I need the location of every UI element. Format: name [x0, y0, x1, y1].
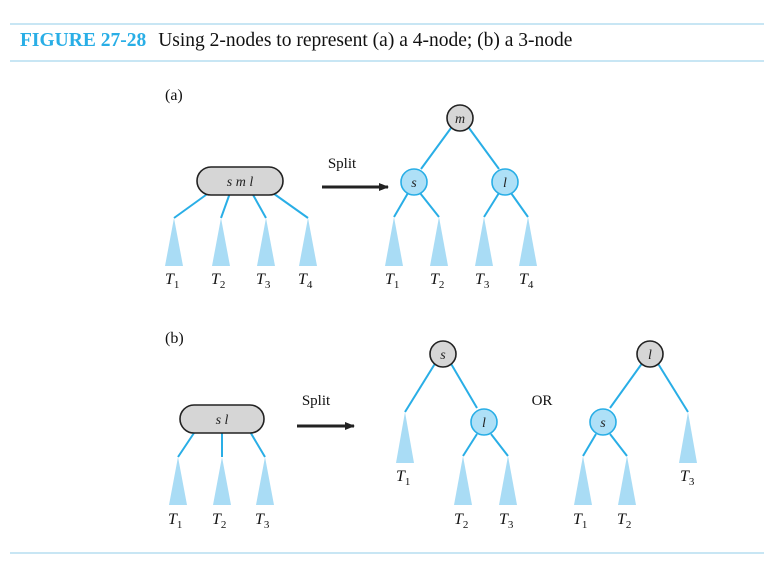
edge — [490, 433, 509, 457]
caption-rule — [10, 60, 764, 62]
subtree-t3 — [499, 456, 517, 505]
subtree-label-t1: T1 — [573, 511, 587, 531]
option2-child-key: s — [600, 416, 606, 431]
edge — [483, 192, 500, 218]
subtree-label-t4: T4 — [519, 271, 534, 291]
subtree-label-t1: T1 — [165, 271, 179, 291]
edge — [220, 192, 231, 219]
option1-subtrees — [396, 412, 517, 505]
subtree-t2 — [618, 456, 636, 505]
option1-subtree-labels: T1 T2 T3 — [396, 468, 514, 531]
three-node — [179, 404, 265, 434]
subtree-t4 — [299, 218, 317, 266]
subtree-label-t2: T2 — [617, 511, 631, 531]
child-node-l-key: l — [503, 176, 507, 191]
four-node — [196, 166, 284, 196]
part-a-binary-edges — [393, 127, 529, 218]
bottom-rule — [10, 552, 764, 554]
option2-edges — [582, 361, 689, 457]
edge — [269, 190, 309, 219]
subtree-label-t1: T1 — [168, 511, 182, 531]
four-node-keys: s m l — [227, 175, 254, 190]
subtree-t2 — [213, 457, 231, 505]
edge — [656, 361, 689, 413]
edge — [393, 192, 409, 218]
subtree-label-t2: T2 — [430, 271, 444, 291]
part-b-label: (b) — [165, 330, 184, 347]
child-node-s — [400, 168, 428, 196]
subtree-label-t2: T2 — [212, 511, 226, 531]
part-b-left-subtree-labels: T1 T2 T3 — [168, 511, 270, 531]
root-node-m — [446, 104, 474, 132]
or-label: OR — [532, 393, 553, 409]
top-rule — [10, 23, 764, 25]
subtree-t1 — [396, 412, 414, 463]
edge — [510, 192, 529, 218]
edge — [177, 429, 197, 458]
option2-child-s — [589, 408, 617, 436]
edge — [609, 433, 628, 457]
part-a-binary-subtrees — [385, 217, 537, 266]
subtree-label-t3: T3 — [475, 271, 490, 291]
subtree-label-t1: T1 — [385, 271, 399, 291]
figure-title: Using 2-nodes to represent (a) a 4-node;… — [158, 30, 573, 51]
edge — [468, 127, 500, 170]
three-node-keys: s l — [216, 413, 229, 428]
option1-child-key: l — [482, 416, 486, 431]
subtree-label-t3: T3 — [680, 468, 695, 488]
edge — [419, 192, 440, 218]
edge — [449, 361, 478, 409]
option2-root-l — [636, 340, 664, 368]
part-a-label: (a) — [165, 87, 183, 104]
split-label-b: Split — [302, 393, 331, 409]
part-a-four-node-edges — [173, 190, 309, 219]
edge — [462, 433, 478, 457]
root-node-m-key: m — [455, 112, 465, 127]
subtree-label-t1: T1 — [396, 468, 410, 488]
part-b-three-node-subtrees — [169, 457, 274, 505]
edge — [420, 127, 452, 170]
child-node-s-key: s — [411, 176, 417, 191]
part-b-three-node-edges — [177, 429, 266, 458]
subtree-label-t4: T4 — [298, 271, 313, 291]
subtree-t2 — [430, 217, 448, 266]
subtree-t1 — [165, 218, 183, 266]
subtree-label-t2: T2 — [211, 271, 225, 291]
option1-root-s — [429, 340, 457, 368]
edge — [582, 433, 597, 457]
split-label-a: Split — [328, 156, 357, 172]
subtree-label-t3: T3 — [255, 511, 270, 531]
edge — [404, 361, 437, 413]
option2-subtrees — [574, 412, 697, 505]
subtree-label-t3: T3 — [499, 511, 514, 531]
subtree-t1 — [169, 457, 187, 505]
child-node-l — [491, 168, 519, 196]
part-a-left-subtree-labels: T1 T2 T3 T4 — [165, 271, 313, 291]
subtree-t3 — [257, 218, 275, 266]
option2-root-key: l — [648, 348, 652, 363]
option1-root-key: s — [440, 348, 446, 363]
edge — [251, 192, 267, 219]
subtree-t2 — [454, 456, 472, 505]
edge — [609, 361, 644, 409]
subtree-t1 — [385, 217, 403, 266]
subtree-t3 — [256, 457, 274, 505]
subtree-label-t2: T2 — [454, 511, 468, 531]
figure-caption: FIGURE 27-28 Using 2-nodes to represent (… — [20, 30, 572, 52]
figure-number: FIGURE 27-28 — [20, 30, 147, 51]
edge — [248, 429, 266, 458]
subtree-label-t3: T3 — [256, 271, 271, 291]
option1-edges — [404, 361, 509, 457]
subtree-t1 — [574, 456, 592, 505]
subtree-t4 — [519, 217, 537, 266]
subtree-t2 — [212, 218, 230, 266]
subtree-t3 — [679, 412, 697, 463]
option1-child-l — [470, 408, 498, 436]
subtree-t3 — [475, 217, 493, 266]
part-a-four-node-subtrees — [165, 218, 317, 266]
part-a-right-subtree-labels: T1 T2 T3 T4 — [385, 271, 534, 291]
edge — [173, 191, 211, 219]
